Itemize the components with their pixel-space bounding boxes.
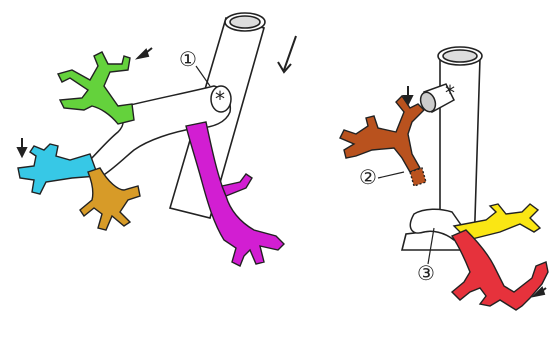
label-1-group: ①	[179, 47, 210, 86]
label-3: ③	[417, 261, 435, 285]
asterisk-right: *	[445, 81, 455, 105]
flow-arrow	[278, 36, 296, 72]
cyan-branch	[18, 144, 98, 194]
red-branch	[452, 230, 548, 310]
label-2-group: ②	[359, 165, 404, 189]
label-1: ①	[179, 47, 197, 71]
label-2: ②	[359, 165, 377, 189]
asterisk-left: *	[215, 87, 225, 111]
left-figure: ① *	[18, 13, 296, 266]
green-branch	[58, 52, 134, 124]
brown-branch	[340, 96, 426, 186]
right-figure: * ② ③	[340, 47, 548, 310]
